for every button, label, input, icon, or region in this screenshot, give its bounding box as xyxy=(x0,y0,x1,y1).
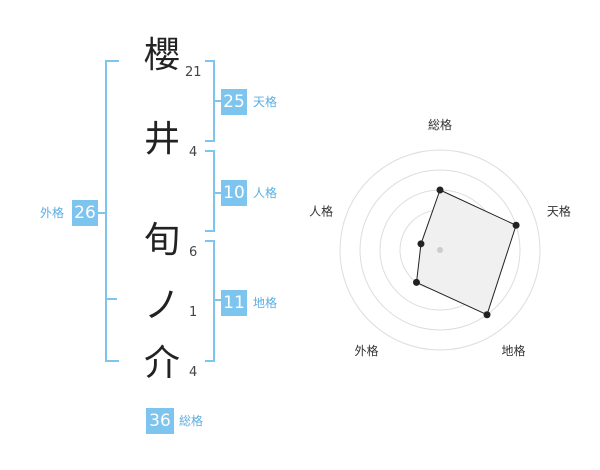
tenkaku-connector xyxy=(214,100,221,102)
jinkaku-label: 人格 xyxy=(253,186,278,200)
radar-ring xyxy=(359,169,521,331)
gaikaku-label: 外格 xyxy=(40,206,65,220)
radar-point xyxy=(512,221,520,229)
stroke-count-1: 21 xyxy=(185,65,202,80)
stroke-count-2: 4 xyxy=(189,145,198,160)
stroke-count-5: 4 xyxy=(189,365,198,380)
radar-center-dot xyxy=(437,247,443,253)
radar-point xyxy=(436,186,444,194)
chikaku-bracket xyxy=(205,240,215,362)
gaikaku-badge: 26 xyxy=(72,200,98,226)
stroke-count-4: 1 xyxy=(189,305,198,320)
gaikaku-bracket-mid-tick xyxy=(105,298,117,300)
name-char-2: 井 xyxy=(143,119,180,160)
chikaku-badge: 11 xyxy=(221,290,247,316)
gaikaku-bracket xyxy=(105,60,119,362)
name-char-5: 介 xyxy=(143,343,180,384)
tenkaku-badge: 25 xyxy=(221,89,247,115)
radar-data-polygon xyxy=(415,189,517,316)
radar-axis-label: 地格 xyxy=(501,343,525,358)
jinkaku-badge: 10 xyxy=(221,180,247,206)
chikaku-label: 地格 xyxy=(253,296,278,310)
jinkaku-connector xyxy=(214,192,221,194)
name-char-1: 櫻 xyxy=(143,35,180,76)
name-char-3: 旬 xyxy=(143,220,180,261)
radar-axis-label: 人格 xyxy=(309,203,333,218)
gaikaku-connector xyxy=(98,212,106,214)
radar-points xyxy=(412,186,520,319)
radar-axis-label: 総格 xyxy=(428,117,452,132)
chikaku-connector xyxy=(214,299,221,301)
radar-point xyxy=(483,311,491,319)
radar-axis-label: 天格 xyxy=(547,203,571,218)
radar-point xyxy=(417,240,425,248)
jinkaku-bracket xyxy=(205,150,215,232)
radar-ring xyxy=(339,149,541,351)
name-char-4: ノ xyxy=(143,285,180,326)
radar-point xyxy=(412,278,420,286)
tenkaku-label: 天格 xyxy=(253,95,278,109)
stroke-count-3: 6 xyxy=(189,245,198,260)
radar-axis-label: 外格 xyxy=(354,343,378,358)
soukaku-badge: 36 xyxy=(146,408,174,434)
soukaku-label: 総格 xyxy=(179,414,204,428)
